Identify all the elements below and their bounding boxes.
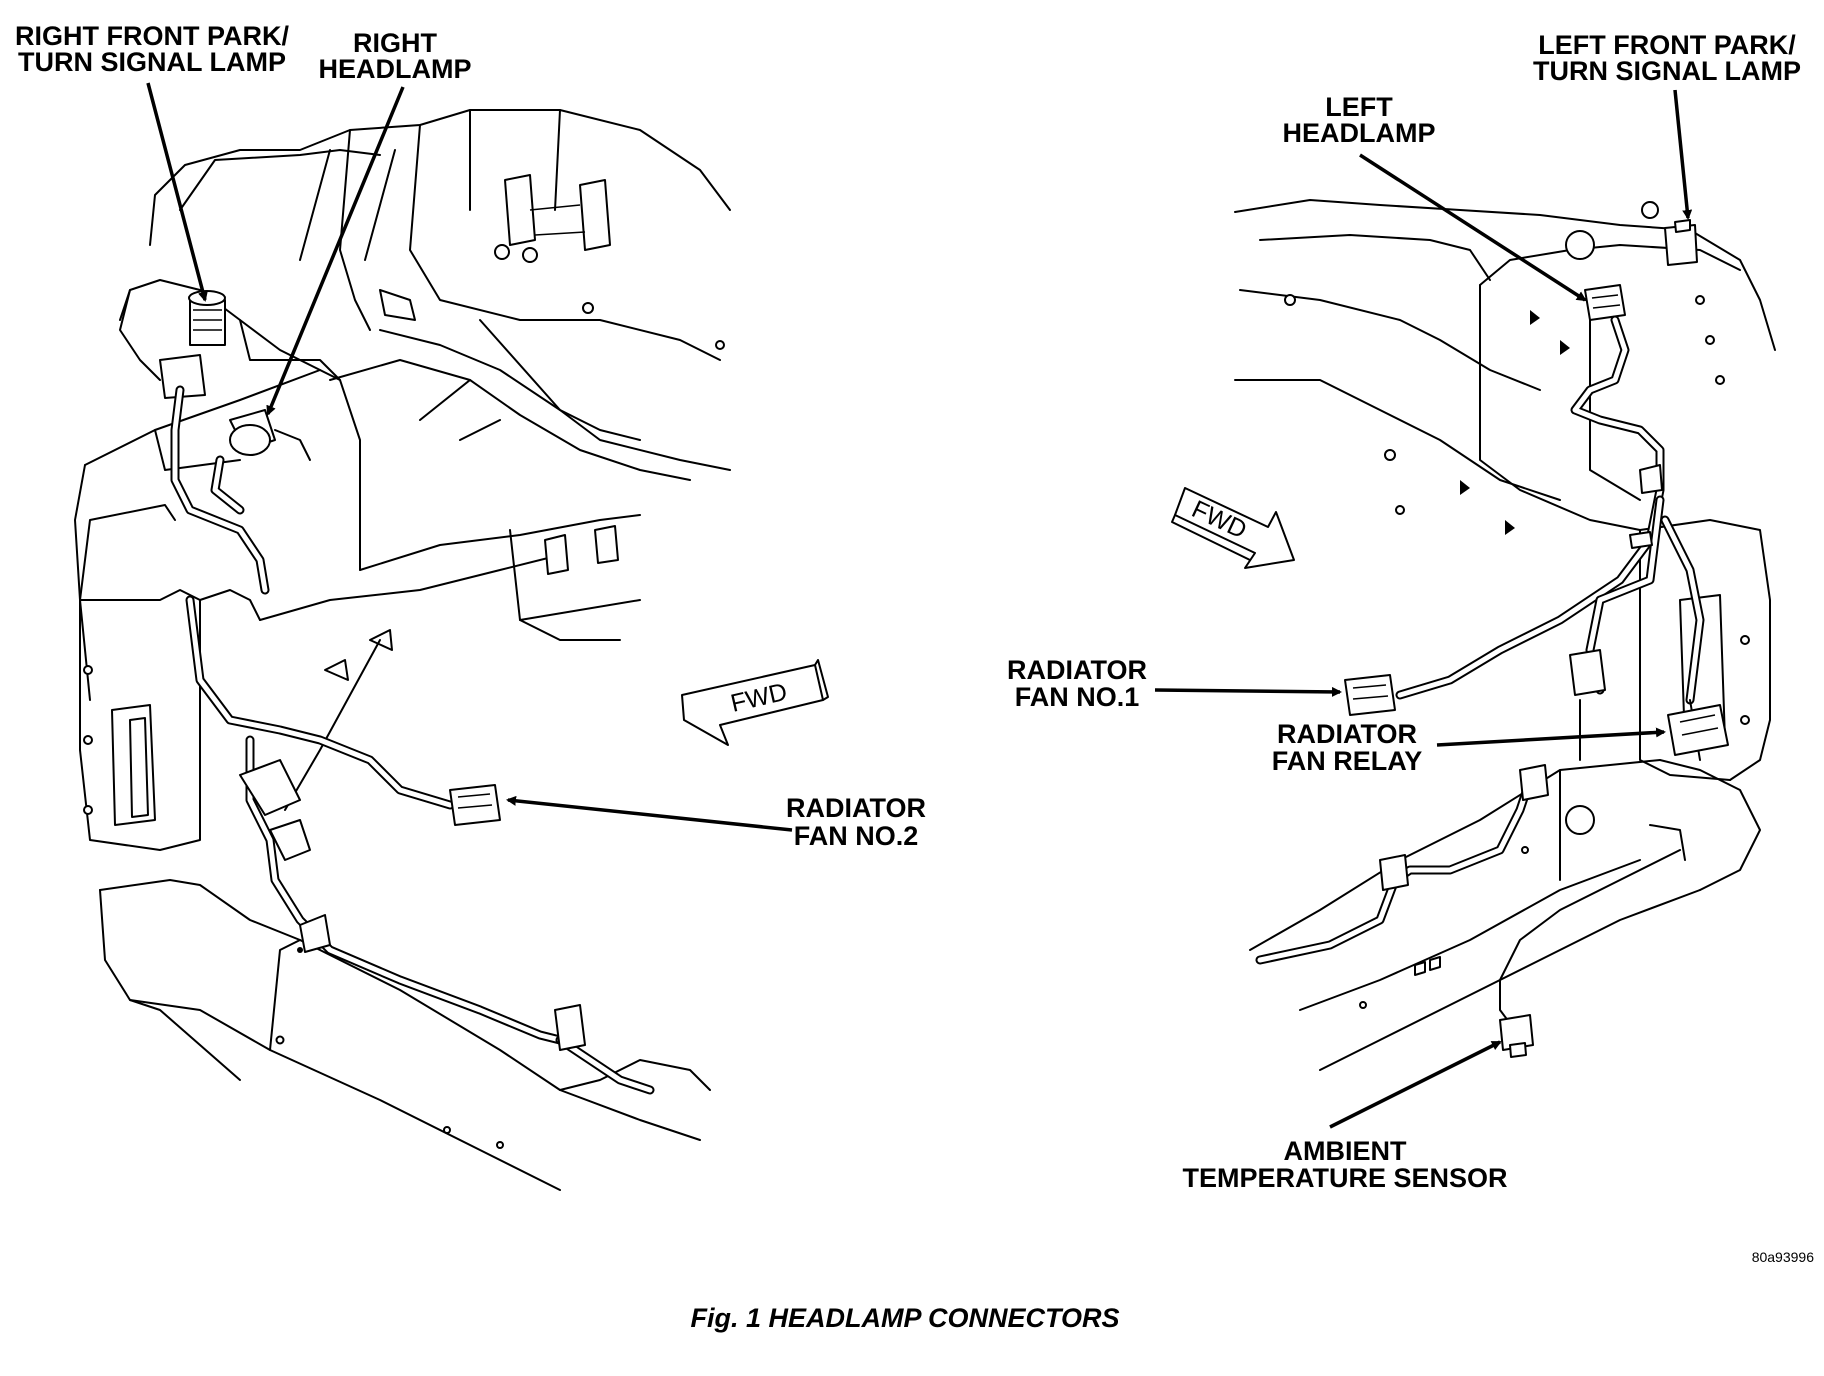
ambient-temperature-sensor bbox=[1499, 1014, 1534, 1058]
leader-lines bbox=[146, 82, 1693, 1129]
right-park-lamp-socket bbox=[159, 290, 226, 399]
label-right-front-park-line1: RIGHT FRONT PARK/ bbox=[15, 21, 289, 51]
figure-caption: Fig. 1 HEADLAMP CONNECTORS bbox=[690, 1303, 1119, 1333]
figure-code: 80a93996 bbox=[1752, 1249, 1815, 1265]
fwd-arrow-right: FWD bbox=[1171, 487, 1295, 569]
label-left-headlamp-line1: LEFT bbox=[1325, 92, 1393, 122]
label-right-headlamp-line2: HEADLAMP bbox=[319, 54, 472, 84]
label-ambient-sensor-line2: TEMPERATURE SENSOR bbox=[1182, 1163, 1507, 1193]
radiator-fan-2-connector bbox=[449, 784, 501, 826]
left-headlamp-connector bbox=[1584, 284, 1626, 321]
radiator-fan-relay bbox=[1667, 704, 1729, 756]
label-radiator-fan-2-line1: RADIATOR bbox=[786, 793, 926, 823]
label-right-front-park-line2: TURN SIGNAL LAMP bbox=[18, 47, 286, 77]
left-park-lamp-socket bbox=[1664, 219, 1698, 266]
label-left-front-park-line2: TURN SIGNAL LAMP bbox=[1533, 56, 1801, 86]
label-radiator-fan-relay-line2: FAN RELAY bbox=[1272, 746, 1423, 776]
label-radiator-fan-1-line1: RADIATOR bbox=[1007, 655, 1147, 685]
label-ambient-sensor-line1: AMBIENT bbox=[1284, 1136, 1407, 1166]
fwd-arrow-left: FWD bbox=[681, 659, 829, 746]
right-side-illustration: FWD bbox=[74, 109, 829, 1191]
label-radiator-fan-relay-line1: RADIATOR bbox=[1277, 719, 1417, 749]
label-left-headlamp-line2: HEADLAMP bbox=[1283, 118, 1436, 148]
radiator-fan-1-connector bbox=[1344, 674, 1396, 716]
right-headlamp-connector bbox=[229, 409, 311, 461]
label-right-headlamp-line1: RIGHT bbox=[353, 28, 438, 58]
left-side-illustration: FWD bbox=[1171, 199, 1776, 1071]
label-radiator-fan-2-line2: FAN NO.2 bbox=[794, 821, 919, 851]
component-labels: RIGHT FRONT PARK/ TURN SIGNAL LAMP RIGHT… bbox=[15, 21, 1801, 1193]
label-left-front-park-line1: LEFT FRONT PARK/ bbox=[1538, 30, 1796, 60]
label-radiator-fan-1-line2: FAN NO.1 bbox=[1015, 682, 1140, 712]
